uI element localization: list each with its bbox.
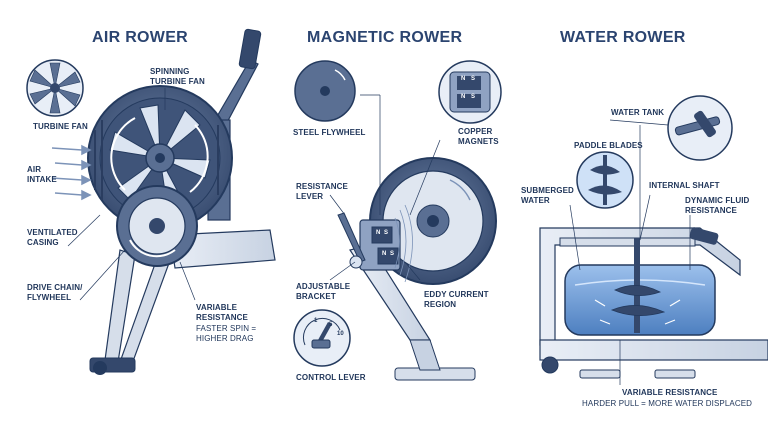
label-eddy-current-region: EDDY CURRENT REGION xyxy=(424,290,489,309)
label-submerged-water: SUBMERGED WATER xyxy=(521,186,574,205)
label-paddle-blades: PADDLE BLADES xyxy=(574,141,643,150)
label-water-variable-resistance: VARIABLE RESISTANCE xyxy=(622,388,718,397)
label-water-tank: WATER TANK xyxy=(611,108,665,117)
air-rower-title: AIR ROWER xyxy=(92,29,189,46)
magnetic-rower-illustration xyxy=(293,60,502,381)
turbine-fan-icon xyxy=(26,59,84,117)
bracket-mark-s: S xyxy=(384,230,389,236)
label-resistance-lever: RESISTANCE LEVER xyxy=(296,182,348,201)
magnetic-rower-title: MAGNETIC ROWER xyxy=(307,29,463,46)
label-control-lever: CONTROL LEVER xyxy=(296,373,366,382)
magnet-mark-n-lower: N xyxy=(461,94,466,100)
dial-tick-10: 10 xyxy=(337,331,344,337)
bracket-mark-n-lower: N xyxy=(382,251,387,257)
magnet-mark-n: N xyxy=(461,76,466,82)
dial-tick-1: 1 xyxy=(314,318,318,324)
label-internal-shaft: INTERNAL SHAFT xyxy=(649,181,720,190)
label-turbine-fan: TURBINE FAN xyxy=(33,122,88,131)
magnet-mark-s-lower: S xyxy=(471,94,476,100)
label-copper-magnets: COPPER MAGNETS xyxy=(458,127,499,146)
label-water-resistance-note: HARDER PULL = MORE WATER DISPLACED xyxy=(582,399,753,408)
air-rower-illustration xyxy=(26,28,276,375)
label-dynamic-fluid-resistance: DYNAMIC FLUID RESISTANCE xyxy=(685,196,750,215)
label-ventilated-casing: VENTILATED CASING xyxy=(27,228,78,247)
label-steel-flywheel: STEEL FLYWHEEL xyxy=(293,128,366,137)
label-air-resistance-note: FASTER SPIN = HIGHER DRAG xyxy=(196,324,257,343)
bracket-mark-s-lower: S xyxy=(390,251,395,257)
label-air-intake: AIR INTAKE xyxy=(27,165,57,184)
label-drive-chain-flywheel: DRIVE CHAIN/ FLYWHEEL xyxy=(27,283,83,302)
label-adjustable-bracket: ADJUSTABLE BRACKET xyxy=(296,282,351,301)
air-intake-arrows xyxy=(51,144,92,201)
bracket-mark-n: N xyxy=(376,230,381,236)
label-air-variable-resistance: VARIABLE RESISTANCE xyxy=(196,303,248,322)
label-spinning-turbine-fan: SPINNING TURBINE FAN xyxy=(150,67,205,86)
dial-tick-5: 5 xyxy=(329,322,333,328)
magnet-mark-s: S xyxy=(471,76,476,82)
water-rower-illustration xyxy=(539,95,768,385)
water-rower-title: WATER ROWER xyxy=(560,29,686,46)
